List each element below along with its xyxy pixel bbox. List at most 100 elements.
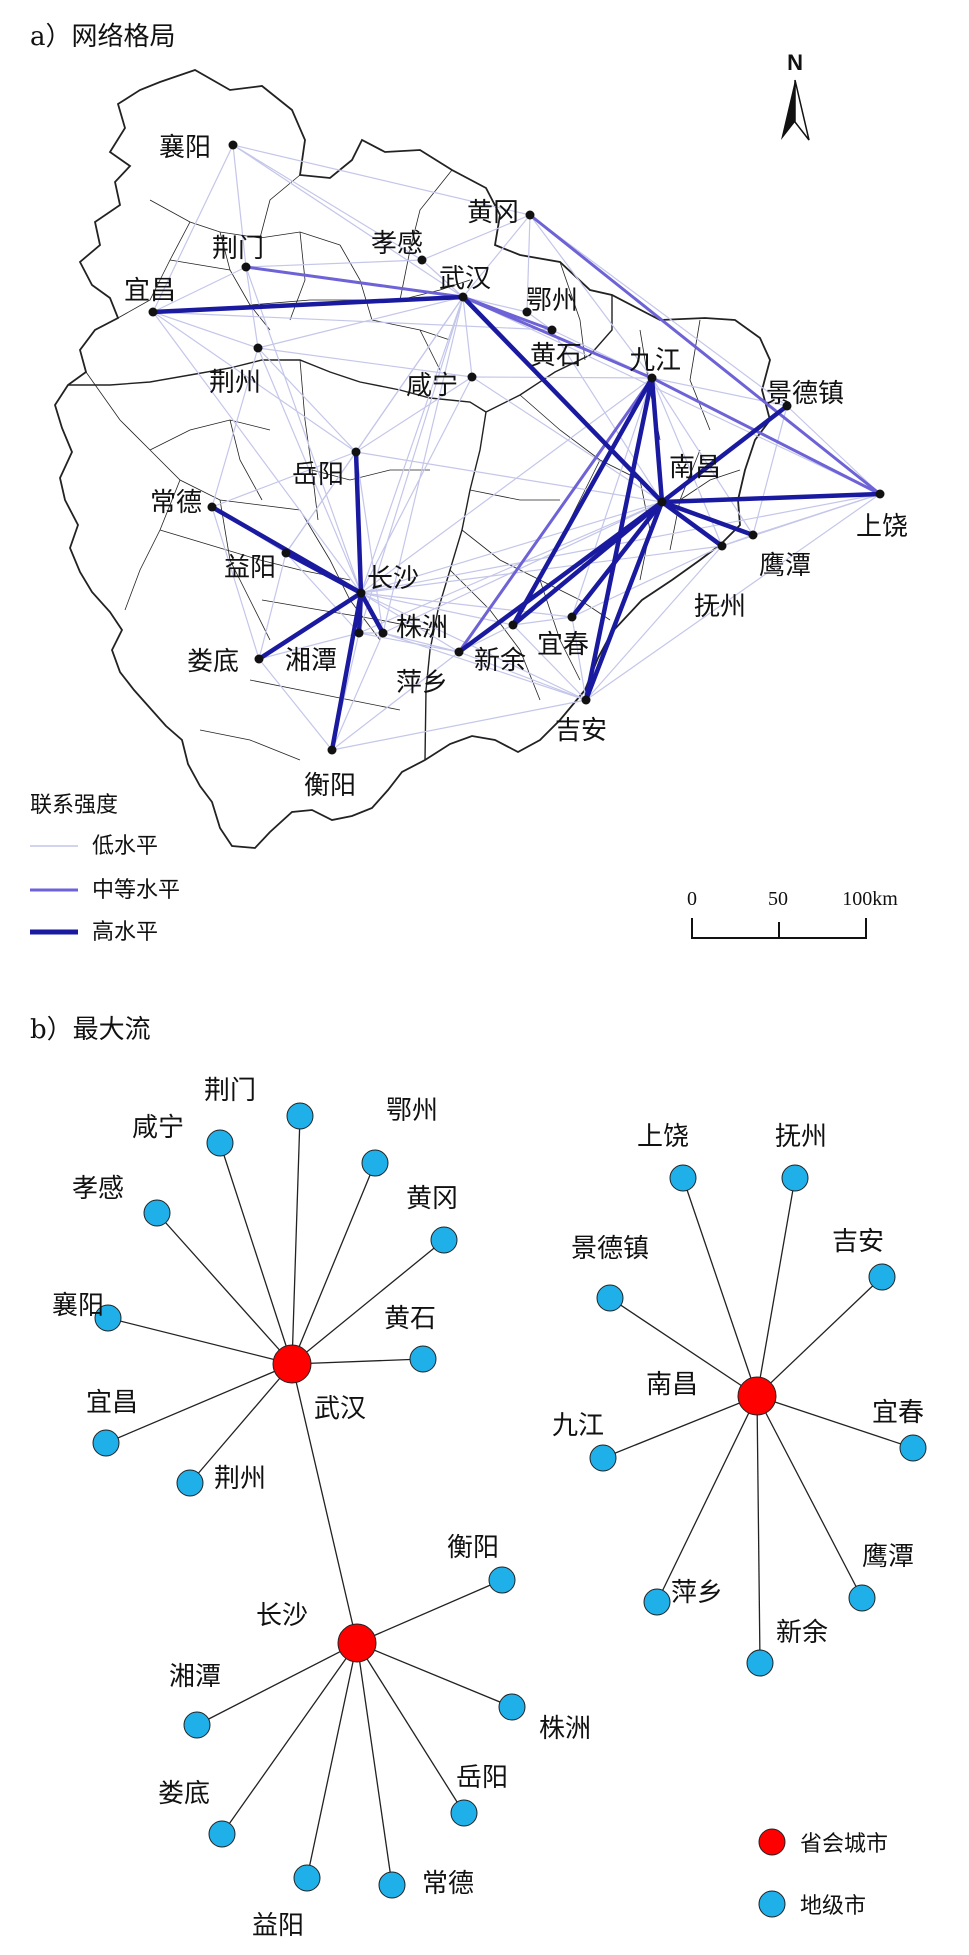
link-low-changsha-xinyu [360, 592, 514, 626]
link-low-jian-hengyang [331, 699, 587, 751]
link-high-jiujiang-nanchang [649, 375, 665, 505]
city-dot-ezhou [522, 307, 532, 317]
city-label-huangshi: 黄石 [530, 341, 582, 371]
prefecture-label-changsha-6: 常德 [422, 1869, 474, 1899]
flow-edge-wuhan-5 [291, 1358, 424, 1365]
link-low-jiujiang-changsha [360, 377, 653, 594]
link-low-huangshi-nanchang [551, 329, 663, 503]
flow-edge-nanchang-5 [756, 1395, 914, 1449]
prefecture-node-wuhan-0 [206, 1129, 234, 1157]
link-low-xinyu-jian [512, 624, 587, 701]
link-low-yichang-changsha [152, 311, 362, 594]
link-low-pingxiang-xiangtan [358, 632, 460, 653]
provincial-label-nanchang: 南昌 [646, 1370, 698, 1400]
prefecture-label-changsha-0: 衡阳 [447, 1533, 499, 1563]
network-links [150, 144, 883, 753]
link-low-zhuzhou-hengyang [331, 632, 384, 751]
city-label-nanchang: 南昌 [669, 453, 721, 483]
link-low-xianning-jiujiang [471, 376, 653, 379]
north-label: N [787, 50, 803, 75]
link-low-wuhan-xiangtan [358, 296, 464, 634]
legend-prefecture-swatch [758, 1890, 786, 1918]
link-low-jingzhou-changde [211, 347, 259, 508]
outer-boundary [54, 69, 771, 849]
link-low-jingzhou-xianning [257, 347, 473, 378]
link-low-huanggang-wuhan [462, 214, 531, 298]
city-dot-hengyang [327, 745, 337, 755]
prefecture-node-wuhan-6 [94, 1304, 122, 1332]
link-high-nanchang-jingdezhen [659, 403, 790, 505]
link-low-nanchang-changsha [360, 501, 663, 594]
link-medium-huanggang-shangrao [528, 213, 882, 496]
prefecture-label-wuhan-2: 鄂州 [386, 1096, 438, 1126]
city-dot-fuzhou [717, 541, 727, 551]
link-low-xianning-nanchang [471, 376, 663, 503]
city-label-fuzhou: 抚州 [694, 592, 746, 622]
link-low-yichun-changsha [360, 592, 573, 618]
prefecture-node-changsha-3 [208, 1820, 236, 1848]
prefecture-node-wuhan-4 [143, 1199, 171, 1227]
city-dot-wuhan [458, 292, 468, 302]
flow-edge-changsha-4 [356, 1642, 465, 1814]
prefecture-node-wuhan-5 [409, 1345, 437, 1373]
prefecture-node-wuhan-8 [176, 1469, 204, 1497]
link-low-jingdezhen-yingtan [752, 405, 788, 536]
prefecture-label-nanchang-1: 抚州 [775, 1122, 827, 1152]
prefecture-label-wuhan-6: 襄阳 [52, 1291, 104, 1321]
link-low-pingxiang-changsha [360, 592, 460, 653]
link-low-shangrao-fuzhou [721, 493, 881, 547]
flow-nodes [92, 1102, 927, 1899]
link-high-changsha-loudi [256, 590, 364, 662]
link-low-xiangyang-yichang [152, 144, 234, 313]
link-low-huanggang-jingdezhen [529, 214, 788, 407]
link-high-changsha-zhuzhou [358, 590, 386, 636]
city-dots [148, 140, 885, 755]
city-label-yueyang: 岳阳 [292, 460, 344, 490]
prefecture-label-changsha-1: 湘潭 [169, 1662, 221, 1692]
city-dot-xinyu [508, 620, 518, 630]
city-dot-jingmen [241, 262, 251, 272]
city-label-hengyang: 衡阳 [304, 771, 356, 801]
link-low-yiyang-xiangtan [285, 552, 360, 634]
prefecture-node-nanchang-2 [596, 1284, 624, 1312]
prefecture-label-changsha-4: 岳阳 [456, 1763, 508, 1793]
prefecture-label-wuhan-7: 宜昌 [86, 1388, 138, 1418]
north-arrow: N [781, 50, 810, 141]
link-low-yichun-xinyu [512, 616, 573, 626]
city-label-loudi: 娄底 [187, 647, 239, 677]
link-low-fuzhou-jian [585, 545, 723, 701]
city-dot-shangrao [875, 489, 885, 499]
city-label-jingzhou: 荆州 [209, 368, 261, 398]
prefecture-node-wuhan-3 [430, 1226, 458, 1254]
city-label-yiyang: 益阳 [224, 553, 276, 583]
flow-edge-wuhan-3 [291, 1239, 445, 1365]
city-dot-yichun [567, 612, 577, 622]
flow-edge-nanchang-6 [656, 1395, 758, 1603]
link-high-nanchang-shangrao [659, 491, 883, 505]
city-dot-pingxiang [454, 647, 464, 657]
link-high-changsha-hengyang [329, 590, 364, 753]
link-high-nanchang-pingxiang [456, 499, 665, 655]
link-low-loudi-hengyang [258, 658, 333, 751]
city-label-xiaogan: 孝感 [371, 229, 423, 259]
city-label-xiangtan: 湘潭 [285, 646, 337, 676]
city-label-jian: 吉安 [555, 716, 607, 746]
city-dot-nanchang [657, 497, 667, 507]
link-high-changsha-yiyang [283, 550, 364, 596]
link-low-jiujiang-yingtan [651, 377, 754, 536]
city-dot-xiangyang [228, 140, 238, 150]
panel-b-maximum-flow: b）最大流 咸宁荆门鄂州黄冈孝感黄石襄阳宜昌荆州衡阳湘潭株洲娄底岳阳益阳常德上饶… [30, 1015, 927, 1941]
prefecture-label-changsha-3: 娄底 [158, 1779, 210, 1809]
flow-edge-changsha-1 [196, 1642, 358, 1726]
link-low-zhuzhou-jian [382, 632, 587, 701]
prefecture-node-wuhan-1 [286, 1102, 314, 1130]
link-low-changde-loudi [211, 506, 260, 660]
city-label-jiujiang: 九江 [629, 346, 681, 376]
link-low-yichang-jingzhou [152, 311, 259, 349]
link-low-xiangyang-xiaogan [232, 144, 423, 261]
link-high-jiujiang-xinyu [510, 375, 655, 628]
provincial-label-wuhan: 武汉 [314, 1394, 366, 1424]
prefecture-node-nanchang-5 [899, 1434, 927, 1462]
prefecture-node-nanchang-7 [848, 1584, 876, 1612]
